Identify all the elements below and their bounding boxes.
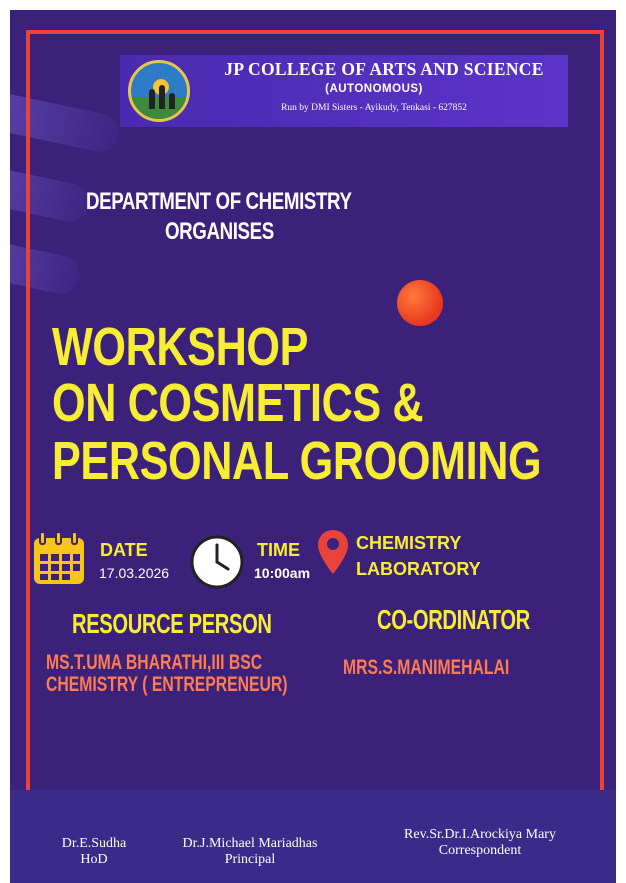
signatory-correspondent: Rev.Sr.Dr.I.Arockiya Mary Correspondent (380, 827, 580, 859)
signatures-footer: Dr.E.Sudha HoD Dr.J.Michael Mariadhas Pr… (10, 790, 616, 883)
venue-line2: LABORATORY (356, 559, 481, 579)
event-poster: JP COLLEGE OF ARTS AND SCIENCE (AUTONOMO… (10, 10, 616, 883)
coordinator-heading: CO-ORDINATOR (377, 604, 530, 635)
organises-label: ORGANISES (165, 218, 274, 245)
venue-line1: CHEMISTRY (356, 533, 462, 553)
date-label: DATE (100, 540, 148, 560)
signatory-role: Correspondent (438, 843, 522, 858)
location-pin-icon (318, 530, 348, 574)
signatory-name: Dr.E.Sudha (61, 836, 127, 851)
signatory-role: Principal (224, 852, 276, 867)
poster-frame (26, 30, 604, 800)
date-value: 17.03.2026 (99, 565, 170, 581)
resource-person-heading: RESOURCE PERSON (72, 608, 272, 639)
event-title-line3: PERSONAL GROOMING (52, 431, 542, 491)
department-name: DEPARTMENT OF CHEMISTRY (86, 188, 352, 215)
decorative-circle (397, 280, 443, 326)
event-title-line1: WORKSHOP (52, 317, 308, 377)
time-value: 10:00am (254, 565, 311, 581)
college-header: JP COLLEGE OF ARTS AND SCIENCE (AUTONOMO… (120, 55, 568, 127)
college-status: (AUTONOMOUS) (325, 83, 423, 95)
signatory-name: Rev.Sr.Dr.I.Arockiya Mary (404, 827, 556, 842)
signatory-principal: Dr.J.Michael Mariadhas Principal (160, 836, 340, 868)
venue: CHEMISTRY LABORATORY (356, 530, 481, 582)
signatory-name: Dr.J.Michael Mariadhas (182, 836, 318, 851)
college-name: JP COLLEGE OF ARTS AND SCIENCE (224, 59, 544, 79)
resource-person-name: MS.T.UMA BHARATHI,III BSC CHEMISTRY ( EN… (46, 651, 288, 696)
signatory-hod: Dr.E.Sudha HoD (34, 836, 154, 868)
clock-icon (190, 535, 244, 589)
resource-person-line2: CHEMISTRY ( ENTREPRENEUR) (46, 673, 288, 696)
signatory-role: HoD (80, 852, 108, 867)
coordinator-name: MRS.S.MANIMEHALAI (343, 656, 510, 679)
college-run-by: Run by DMI Sisters - Ayikudy, Tenkasi - … (281, 103, 467, 113)
resource-person-line1: MS.T.UMA BHARATHI,III BSC (46, 651, 263, 674)
event-title-line2: ON COSMETICS & (52, 373, 424, 433)
calendar-icon (34, 531, 84, 584)
time-label: TIME (257, 540, 300, 560)
dmi-foundation-logo-icon (128, 60, 190, 122)
